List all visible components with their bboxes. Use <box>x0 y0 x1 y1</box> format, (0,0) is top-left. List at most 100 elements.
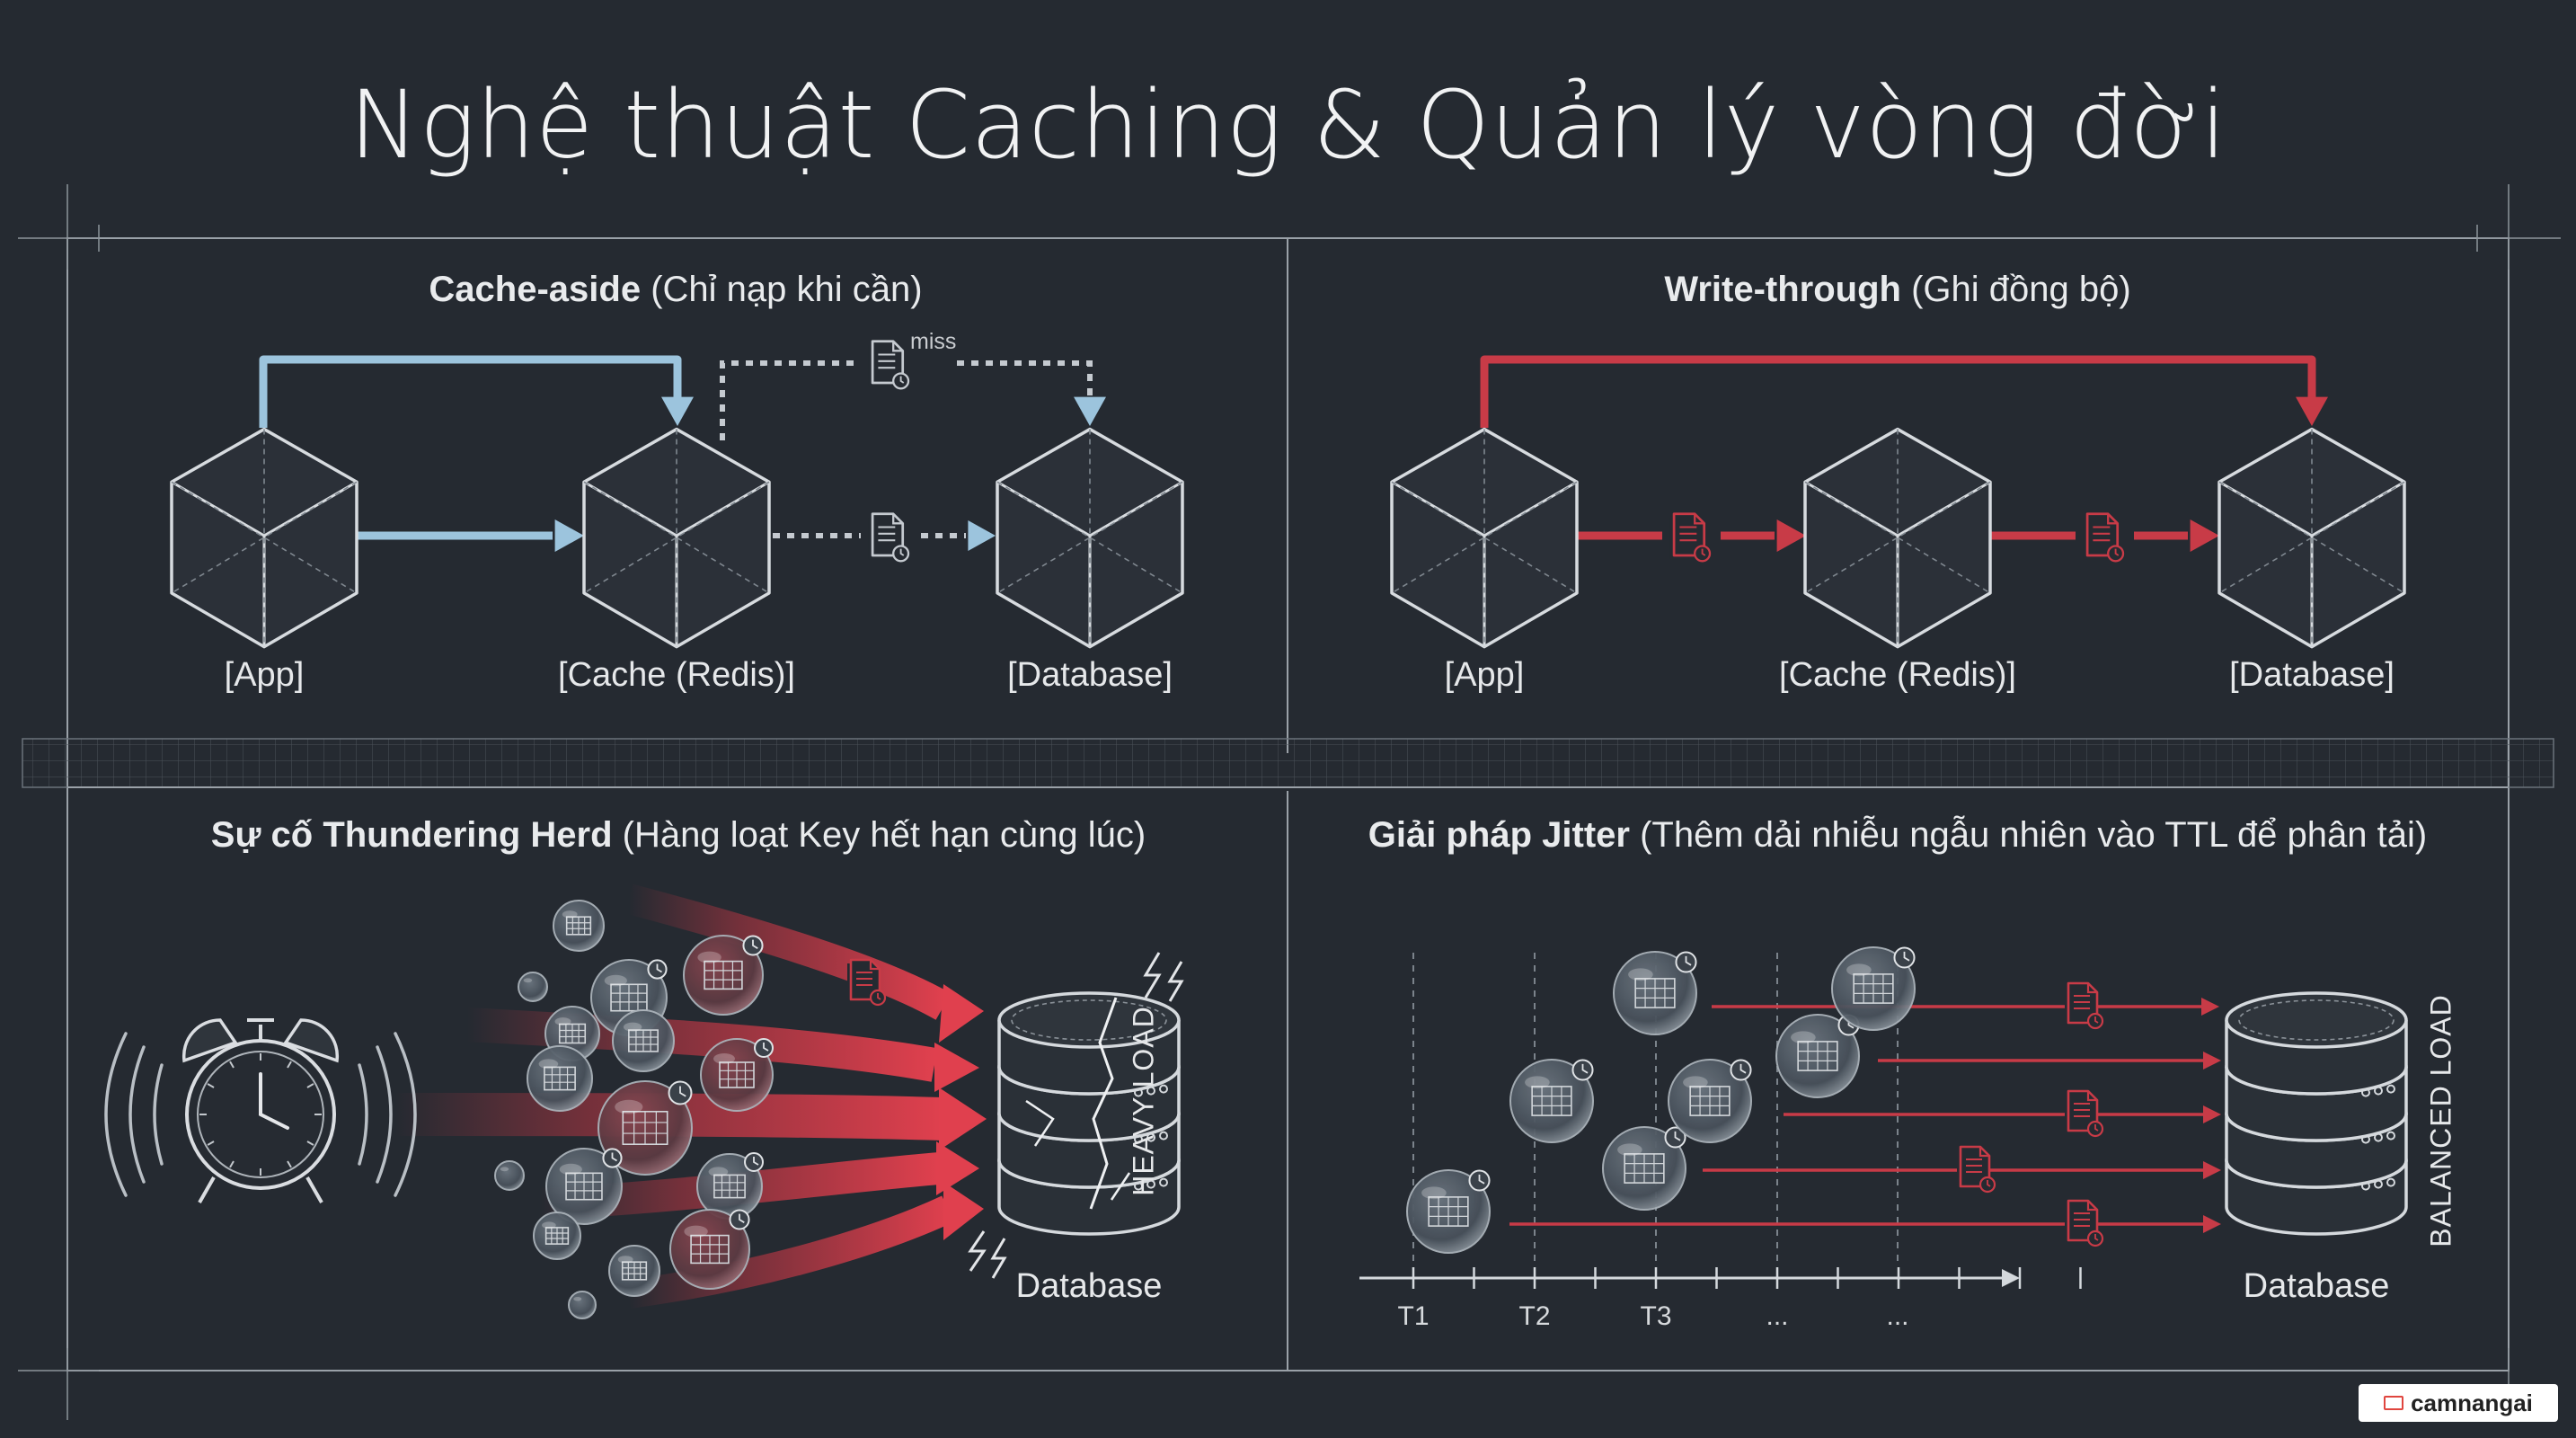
write-through-arrowhead-2 <box>2190 519 2219 552</box>
timer-hands <box>753 1157 759 1166</box>
bubble-highlight <box>542 1221 556 1229</box>
timeline-arrowhead <box>2002 1269 2020 1287</box>
document-icon <box>1957 1145 1996 1194</box>
write-through-title: Write-through (Ghi đồng bộ) <box>1664 270 2131 309</box>
cache-aside-miss-arrowhead <box>1074 396 1106 426</box>
db-led <box>2386 1131 2395 1141</box>
jitter-request-arrowhead-0 <box>2201 998 2219 1016</box>
flow-arrowhead-0 <box>939 984 984 1043</box>
flow-arrowhead-4 <box>943 1182 984 1240</box>
thundering-herd-title: Sự cố Thundering Herd (Hàng loạt Key hết… <box>210 815 1146 855</box>
timer-hands <box>1685 955 1692 966</box>
db-crack <box>1025 1099 1055 1147</box>
lightning-icon <box>1143 952 1162 999</box>
tick-label-t2: T2 <box>1518 1301 1551 1331</box>
alarm-clock-rim <box>197 1051 324 1178</box>
cube-inner-line <box>1804 481 1991 594</box>
doc-fold <box>2086 1201 2097 1212</box>
jitter-request-arrowhead-1 <box>2203 1052 2221 1070</box>
cache-aside-fill-arrowhead <box>968 520 996 551</box>
timer-hands <box>739 1213 745 1223</box>
herd-bubble-5 <box>612 1009 675 1072</box>
write-through-database-label: [Database] <box>2229 656 2395 694</box>
doc-fold <box>892 341 903 352</box>
jitter-bubble-4 <box>1668 1059 1752 1143</box>
cube-inner-line <box>2218 481 2405 594</box>
app-cube <box>170 427 359 649</box>
bubble-highlight <box>1683 1076 1708 1089</box>
flow-arrowhead-3 <box>936 1141 979 1195</box>
bubble-highlight <box>1525 1076 1550 1089</box>
lightning-icon <box>1167 961 1184 1002</box>
miss-label: miss <box>910 329 957 354</box>
cache-aside-diagram <box>259 355 1093 540</box>
timer-hands <box>679 1086 686 1097</box>
bubble-highlight <box>1846 963 1872 977</box>
bubble-highlight <box>617 1256 633 1264</box>
cube-inner-line <box>996 481 1183 594</box>
jitter-request-arrowhead-2 <box>2203 1105 2221 1123</box>
doc-fold <box>2086 1091 2097 1102</box>
timer-hands <box>1478 1174 1485 1185</box>
db-top-inner <box>1011 999 1167 1041</box>
alarm-tick <box>207 1141 215 1146</box>
herd-bubble-8 <box>598 1080 693 1176</box>
db-led <box>1159 1084 1168 1094</box>
herd-bubble-14 <box>608 1245 660 1297</box>
bubble-highlight <box>1628 968 1653 981</box>
doc-fold <box>869 960 880 971</box>
vibration-line-4 <box>376 1045 393 1184</box>
cache-cube <box>582 427 771 649</box>
cache-aside-cache-label: [Cache (Redis)] <box>558 656 795 694</box>
flow-arrowhead-2 <box>939 1087 987 1150</box>
timer-hands <box>1739 1063 1747 1074</box>
bubble-highlight <box>684 1225 708 1238</box>
alarm-tick <box>229 1160 235 1168</box>
jitter-bubble-3 <box>1602 1126 1686 1211</box>
bubble-highlight <box>615 1099 643 1114</box>
document-icon <box>2065 1199 2104 1247</box>
write-through-app-label: [App] <box>1444 656 1525 694</box>
cache-aside-read-arrowhead <box>554 519 584 552</box>
page-title: Nghệ thuật Caching & Quản lý vòng đời <box>349 70 2227 180</box>
db-led <box>2386 1177 2395 1187</box>
alarm-tick <box>229 1061 235 1069</box>
doc-badge-clock <box>899 376 905 384</box>
bubble-sphere <box>568 1291 597 1319</box>
bubble-highlight <box>1791 1031 1816 1044</box>
vibration-line-3 <box>358 1063 368 1166</box>
timer-hands <box>1674 1131 1681 1141</box>
cache-cube <box>1803 427 1992 649</box>
cube-inner-line <box>1391 481 1578 594</box>
tick-label-ellipsis-1: ... <box>1766 1301 1789 1331</box>
jitter-bubble-6 <box>1831 946 1916 1031</box>
db-crack <box>1089 997 1118 1210</box>
doc-badge-clock <box>2094 1016 2099 1024</box>
flow-arrow-4 <box>626 1195 954 1309</box>
alarm-clock-icon <box>104 1018 417 1203</box>
jitter-bubble-5 <box>1775 1014 1860 1098</box>
jitter-request-arrowhead-3 <box>2203 1161 2221 1179</box>
doc-badge-clock <box>1987 1180 1991 1187</box>
alarm-tick <box>306 1083 314 1088</box>
cube-inner-line <box>2218 481 2405 594</box>
herd-bubble-0 <box>553 900 605 952</box>
source-badge[interactable]: camnangai <box>2359 1384 2558 1422</box>
write-through-direct-arrow <box>1480 355 2316 428</box>
db-crack <box>1110 1172 1131 1201</box>
doc-fold <box>2086 983 2097 994</box>
alarm-foot-left <box>198 1176 216 1203</box>
herd-bubble-9 <box>494 1160 525 1191</box>
bubble-highlight <box>554 1017 571 1025</box>
herd-bubble-11 <box>696 1152 764 1220</box>
alarm-tick <box>287 1061 292 1069</box>
jitter-database-icon <box>2225 991 2408 1236</box>
flow-arrow-1 <box>465 1007 938 1082</box>
herd-bubble-6 <box>527 1045 593 1112</box>
cache-aside-title: Cache-aside (Chỉ nạp khi cần) <box>429 270 923 309</box>
db-led <box>1159 1131 1168 1141</box>
timer-hands <box>656 963 663 973</box>
herd-bubble-12 <box>533 1212 581 1260</box>
bubble-highlight <box>573 1297 582 1301</box>
